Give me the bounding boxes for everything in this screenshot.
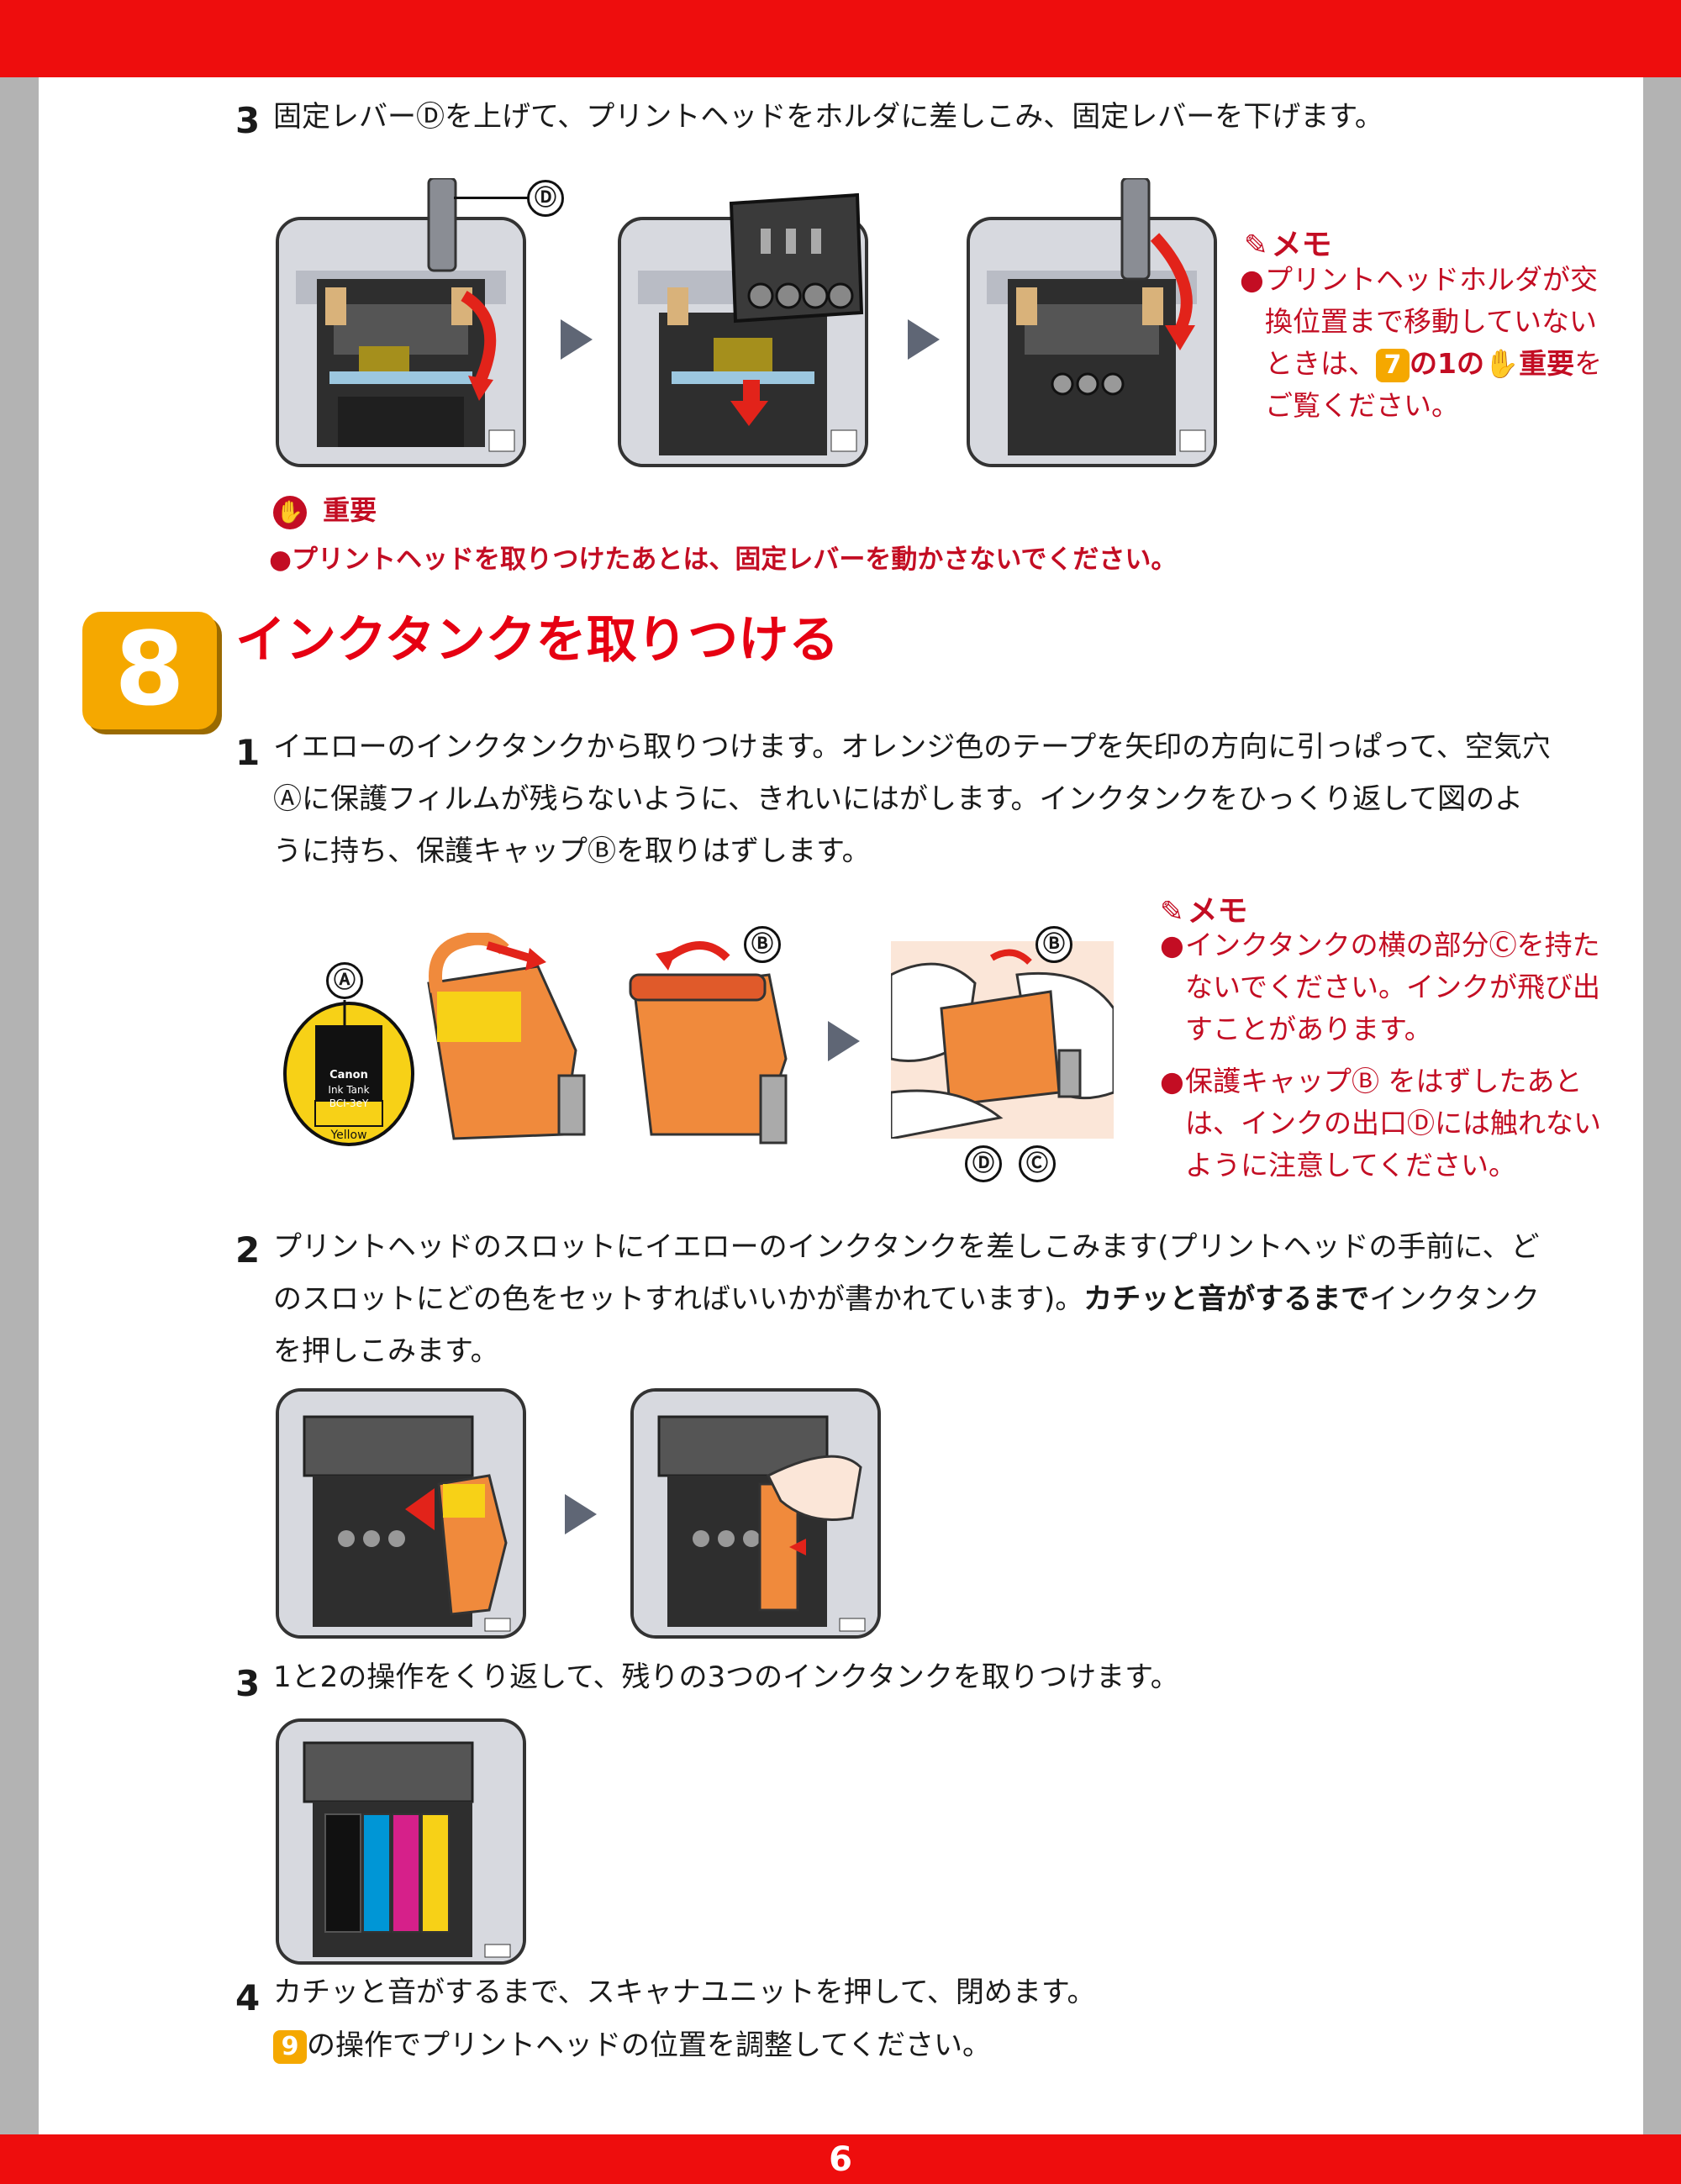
memo-title: ✎メモ (1160, 894, 1248, 929)
pencil-icon: ✎ (1244, 229, 1268, 262)
bottom-color-bar (0, 2134, 1681, 2184)
stop-hand-icon: ✋ (273, 496, 307, 529)
callout-line (454, 197, 530, 199)
print-head-illustration (723, 187, 866, 355)
step-number: 3 (235, 100, 261, 141)
memo-line: すことがあります。 (1185, 1013, 1432, 1045)
illustration-all-tanks (276, 1718, 526, 1965)
memo-line: ないでください。インクが飛び出 (1185, 971, 1601, 1003)
pencil-icon: ✎ (1160, 895, 1184, 929)
memo-line: 換位置まで移動していない (1265, 305, 1598, 338)
top-color-bar (0, 0, 1681, 77)
step-text-line: うに持ち、保護キャップⒷを取りはずします。 (273, 834, 871, 868)
step-text: 1と2の操作をくり返して、残りの3つのインクタンクを取りつけます。 (273, 1660, 1179, 1694)
stop-hand-icon: ✋ (1483, 347, 1520, 380)
hands-holding-tank (889, 941, 1115, 1140)
important-title: ✋ 重要 (273, 489, 377, 529)
next-arrow-icon (561, 319, 593, 360)
step-text-line: のスロットにどの色をセットすればいいかが書かれています)。カチッと音がするまでイ… (273, 1282, 1540, 1316)
section-7-badge: 7 (1376, 348, 1410, 382)
tank-label-closeup (282, 1000, 416, 1147)
next-arrow-icon (828, 1021, 860, 1061)
step-text-line: を押しこみます。 (273, 1334, 499, 1368)
section-9-badge: 9 (273, 2029, 307, 2064)
section-number-badge: 8 (82, 612, 217, 729)
ink-tank-peel-tape (395, 931, 605, 1151)
bullet-icon: ● (1240, 263, 1264, 296)
ink-tank-remove-cap (618, 933, 803, 1151)
step-text-line: プリントヘッドのスロットにイエローのインクタンクを差しこみます(プリントヘッドの… (273, 1230, 1540, 1264)
step-number: 4 (235, 1977, 261, 2018)
tank-model: BCI-3eY (329, 1097, 369, 1109)
memo-line: インクタンクの横の部分Ⓒを持た (1185, 929, 1600, 961)
callout-label-d: Ⓓ (527, 180, 564, 217)
memo-line: プリントヘッドホルダが交 (1265, 263, 1598, 296)
step-text-line: Ⓐに保護フィルムが残らないように、きれいにはがします。インクタンクをひっくり返し… (273, 782, 1524, 816)
important-text: ●プリントヘッドを取りつけたあとは、固定レバーを動かさないでください。 (269, 545, 1178, 575)
step-text-line: カチッと音がするまで、スキャナユニットを押して、閉めます。 (273, 1976, 1096, 2009)
tank-color-label: Yellow (330, 1129, 367, 1142)
next-arrow-icon (908, 319, 940, 360)
page-number: 6 (829, 2140, 852, 2179)
step-number: 1 (235, 732, 261, 773)
step-text: 固定レバーⒹを上げて、プリントヘッドをホルダに差しこみ、固定レバーを下げます。 (273, 100, 1383, 134)
lever-illustration (420, 176, 462, 279)
memo-line: ご覧ください。 (1265, 389, 1459, 422)
memo-line: ように注意してください。 (1185, 1149, 1517, 1181)
memo-body: ● インクタンクの横の部分Ⓒを持た ないでください。インクが飛び出 すことがあり… (1160, 924, 1622, 1187)
left-margin-bar (0, 77, 39, 2134)
memo-line: は、インクの出口Ⓓには触れない (1185, 1107, 1601, 1139)
illustration-press-tank (630, 1388, 881, 1639)
section-title: インクタンクを取りつける (235, 611, 840, 670)
bullet-icon: ● (1160, 1065, 1184, 1097)
callout-label-b: Ⓑ (744, 926, 781, 963)
illustration-lever-up (276, 217, 526, 467)
step-number: 3 (235, 1663, 261, 1704)
memo-line: 保護キャップⒷ をはずしたあと (1185, 1065, 1583, 1097)
callout-label-b: Ⓑ (1035, 926, 1072, 963)
bullet-icon: ● (1160, 929, 1184, 961)
tank-type: Ink Tank (328, 1084, 370, 1096)
next-arrow-icon (565, 1494, 597, 1534)
callout-label-d: Ⓓ (965, 1145, 1002, 1182)
lever-illustration (1114, 176, 1156, 287)
right-margin-bar (1643, 77, 1681, 2134)
callout-label-a: Ⓐ (326, 962, 363, 999)
step-number: 2 (235, 1229, 261, 1271)
tank-brand: Canon (329, 1069, 368, 1081)
illustration-lever-down (967, 217, 1217, 467)
step-text-line: イエローのインクタンクから取りつけます。オレンジ色のテープを矢印の方向に引っぱっ… (273, 730, 1551, 764)
memo-title: ✎メモ (1244, 228, 1332, 262)
callout-label-c: Ⓒ (1019, 1145, 1056, 1182)
illustration-insert-tank (276, 1388, 526, 1639)
